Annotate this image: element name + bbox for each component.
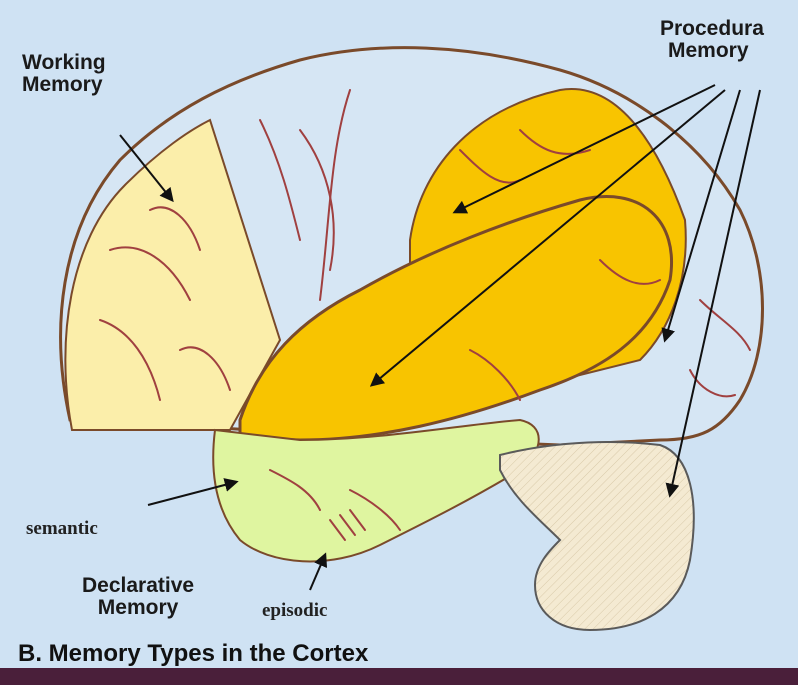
episodic-label: episodic (262, 600, 327, 622)
figure-caption: B. Memory Types in the Cortex (18, 640, 368, 668)
working-memory-line1: Working (22, 52, 106, 74)
procedural-memory-line1: Procedura (660, 18, 764, 40)
procedural-memory-label: Procedura Memory (660, 18, 764, 62)
working-memory-line2: Memory (22, 74, 106, 96)
semantic-label: semantic (26, 518, 98, 540)
bottom-bar (0, 668, 798, 685)
working-memory-label: Working Memory (22, 52, 106, 96)
declarative-memory-line1: Declarative (82, 575, 194, 597)
procedural-memory-line2: Memory (660, 40, 764, 62)
declarative-memory-label: Declarative Memory (82, 575, 194, 619)
declarative-memory-line2: Memory (82, 597, 194, 619)
